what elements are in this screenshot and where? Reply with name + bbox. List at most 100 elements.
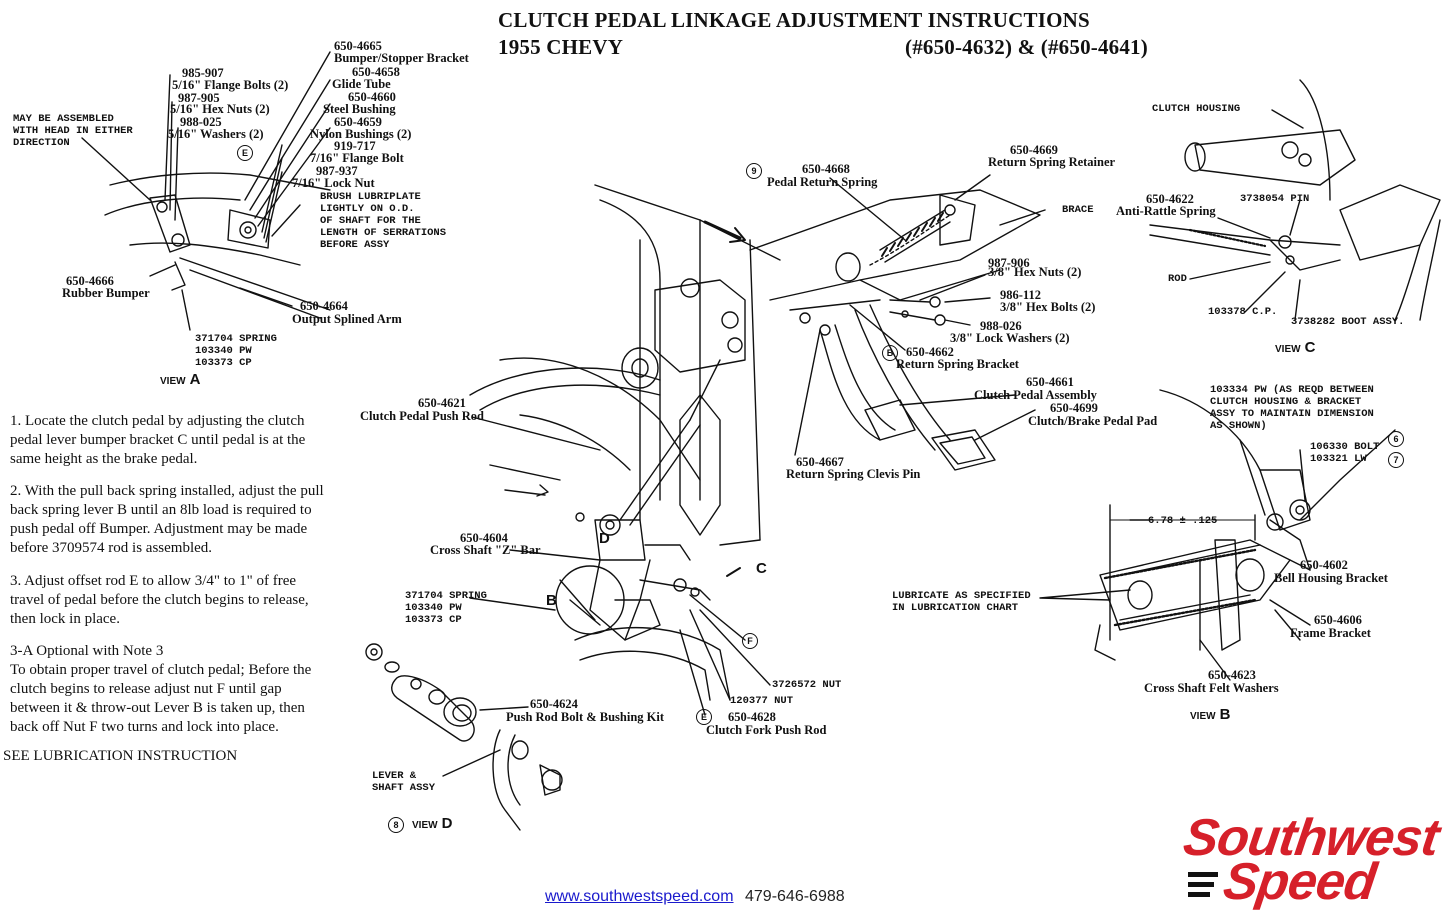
label-return-spring-number: 650-4668	[802, 162, 850, 176]
label-fork-rod: Clutch Fork Push Rod	[706, 723, 827, 737]
label-zbar: Cross Shaft "Z" Bar	[430, 543, 541, 557]
label-hex-bolts-number: 986-112	[1000, 288, 1041, 302]
label-lock-nut: 7/16" Lock Nut	[292, 176, 375, 190]
label-felt: Cross Shaft Felt Washers	[1144, 681, 1279, 695]
label-bolt-kit: Push Rod Bolt & Bushing Kit	[506, 710, 665, 724]
label-pin: 3738054 PIN	[1240, 193, 1310, 205]
label-glide-tube-number: 650-4658	[352, 65, 400, 79]
view-b-drawing	[1039, 389, 1396, 681]
label-retainer: Return Spring Retainer	[988, 155, 1116, 169]
label-hex-nuts-38-number: 987-906	[988, 256, 1030, 270]
website-link[interactable]: www.southwestspeed.com	[545, 888, 734, 905]
callout-b-spring-bracket: B	[882, 345, 898, 361]
callout-7: 7	[1388, 452, 1404, 468]
label-rubber-bumper: Rubber Bumper	[62, 286, 150, 300]
label-pedal-pad-number: 650-4699	[1050, 401, 1098, 415]
label-fork-rod-number: 650-4628	[728, 710, 776, 724]
label-return-spring: Pedal Return Spring	[767, 175, 878, 189]
label-lock-washers-number: 988-026	[980, 319, 1022, 333]
label-clevis-pin-number: 650-4667	[796, 455, 844, 469]
label-flange-bolts: 5/16" Flange Bolts (2)	[172, 78, 289, 92]
label-bumper-bracket-number: 650-4665	[334, 39, 382, 53]
page-title: CLUTCH PEDAL LINKAGE ADJUSTMENT INSTRUCT…	[498, 8, 1090, 32]
label-zbar-number: 650-4604	[460, 531, 508, 545]
label-bolt: 106330 BOLT	[1310, 441, 1380, 453]
label-cp: 103378 C.P.	[1208, 306, 1278, 318]
instruction-step-3a-title: 3-A Optional with Note 3	[10, 643, 164, 659]
label-glide-tube: Glide Tube	[332, 77, 391, 91]
label-flange-bolt: 7/16" Flange Bolt	[310, 151, 404, 165]
label-spring-bracket-number: 650-4662	[906, 345, 954, 359]
view-a-drawing	[81, 51, 331, 331]
callout-6: 6	[1388, 431, 1404, 447]
label-pedal-assembly: Clutch Pedal Assembly	[974, 388, 1097, 402]
callout-e-fork: E	[696, 709, 712, 725]
label-spring-bracket: Return Spring Bracket	[896, 357, 1019, 371]
label-washers-number: 988-025	[180, 115, 222, 129]
label-anti-rattle-number: 650-4622	[1146, 192, 1194, 206]
label-bolt-kit-number: 650-4624	[530, 697, 578, 711]
label-anti-rattle: Anti-Rattle Spring	[1116, 204, 1216, 218]
callout-f: F	[742, 633, 758, 649]
label-hex-nuts: 5/16" Hex Nuts (2)	[170, 102, 270, 116]
label-clutch-housing: CLUTCH HOUSING	[1152, 103, 1241, 115]
view-c-drawing	[1149, 79, 1441, 321]
label-lock-washer: 103321 LW	[1310, 453, 1367, 465]
instruction-step-3: 3. Adjust offset rod E to allow 3/4" to …	[10, 573, 309, 627]
letter-c: C	[756, 560, 767, 577]
label-nylon-bushings-number: 650-4659	[334, 115, 382, 129]
label-rod: ROD	[1168, 273, 1187, 285]
label-output-arm-number: 650-4664	[300, 299, 348, 313]
label-brace: BRACE	[1062, 204, 1094, 216]
label-felt-number: 650-4623	[1208, 668, 1256, 682]
southwest-speed-logo: Southwest Speed	[1179, 809, 1442, 911]
callout-e: E	[237, 145, 253, 161]
center-assembly-drawing	[469, 174, 1046, 716]
vehicle-model: 1955 CHEVY	[498, 35, 624, 59]
label-nut-120377: 120377 NUT	[730, 695, 794, 707]
instruction-step-2: 2. With the pull back spring installed, …	[10, 483, 324, 556]
phone-number: 479-646-6988	[745, 888, 845, 905]
label-dimension: 6.78 ± .125	[1148, 515, 1218, 527]
instruction-step-1: 1. Locate the clutch pedal by adjusting …	[10, 413, 306, 467]
label-lever-shaft: LEVER &SHAFT ASSY	[372, 770, 436, 794]
label-hex-nuts-38: 3/8" Hex Nuts (2)	[988, 265, 1082, 279]
label-pedal-pad: Clutch/Brake Pedal Pad	[1028, 414, 1158, 428]
instruction-step-3a: To obtain proper travel of clutch pedal;…	[10, 662, 312, 735]
label-output-arm: Output Splined Arm	[292, 312, 402, 326]
label-frame-bracket: Frame Bracket	[1290, 626, 1371, 640]
view-d-drawing	[365, 643, 563, 831]
letter-d: D	[599, 530, 610, 547]
label-boot: 3738282 BOOT ASSY.	[1291, 316, 1405, 328]
label-push-rod: Clutch Pedal Push Rod	[360, 409, 484, 423]
label-flange-bolts-number: 985-907	[182, 66, 224, 80]
lubrication-reference: SEE LUBRICATION INSTRUCTION	[3, 748, 238, 764]
label-bell-bracket-number: 650-4602	[1300, 558, 1348, 572]
label-clevis-pin: Return Spring Clevis Pin	[786, 467, 921, 481]
letter-b: B	[546, 592, 557, 609]
kit-part-numbers: (#650-4632) & (#650-4641)	[905, 35, 1148, 59]
label-bell-bracket: Bell Housing Bracket	[1274, 571, 1388, 585]
label-rubber-bumper-number: 650-4666	[66, 274, 114, 288]
label-bumper-bracket: Bumper/Stopper Bracket	[334, 51, 469, 65]
label-steel-bushing: Steel Bushing	[323, 102, 396, 116]
label-pedal-assembly-number: 650-4661	[1026, 375, 1074, 389]
callout-8: 8	[388, 817, 404, 833]
label-hex-bolts: 3/8" Hex Bolts (2)	[1000, 300, 1096, 314]
label-washers: 5/16" Washers (2)	[168, 127, 264, 141]
label-nut-3726572: 3726572 NUT	[772, 679, 842, 691]
callout-9: 9	[746, 163, 762, 179]
label-push-rod-number: 650-4621	[418, 396, 466, 410]
label-lock-nut-number: 987-937	[316, 164, 358, 178]
label-steel-bushing-number: 650-4660	[348, 90, 396, 104]
